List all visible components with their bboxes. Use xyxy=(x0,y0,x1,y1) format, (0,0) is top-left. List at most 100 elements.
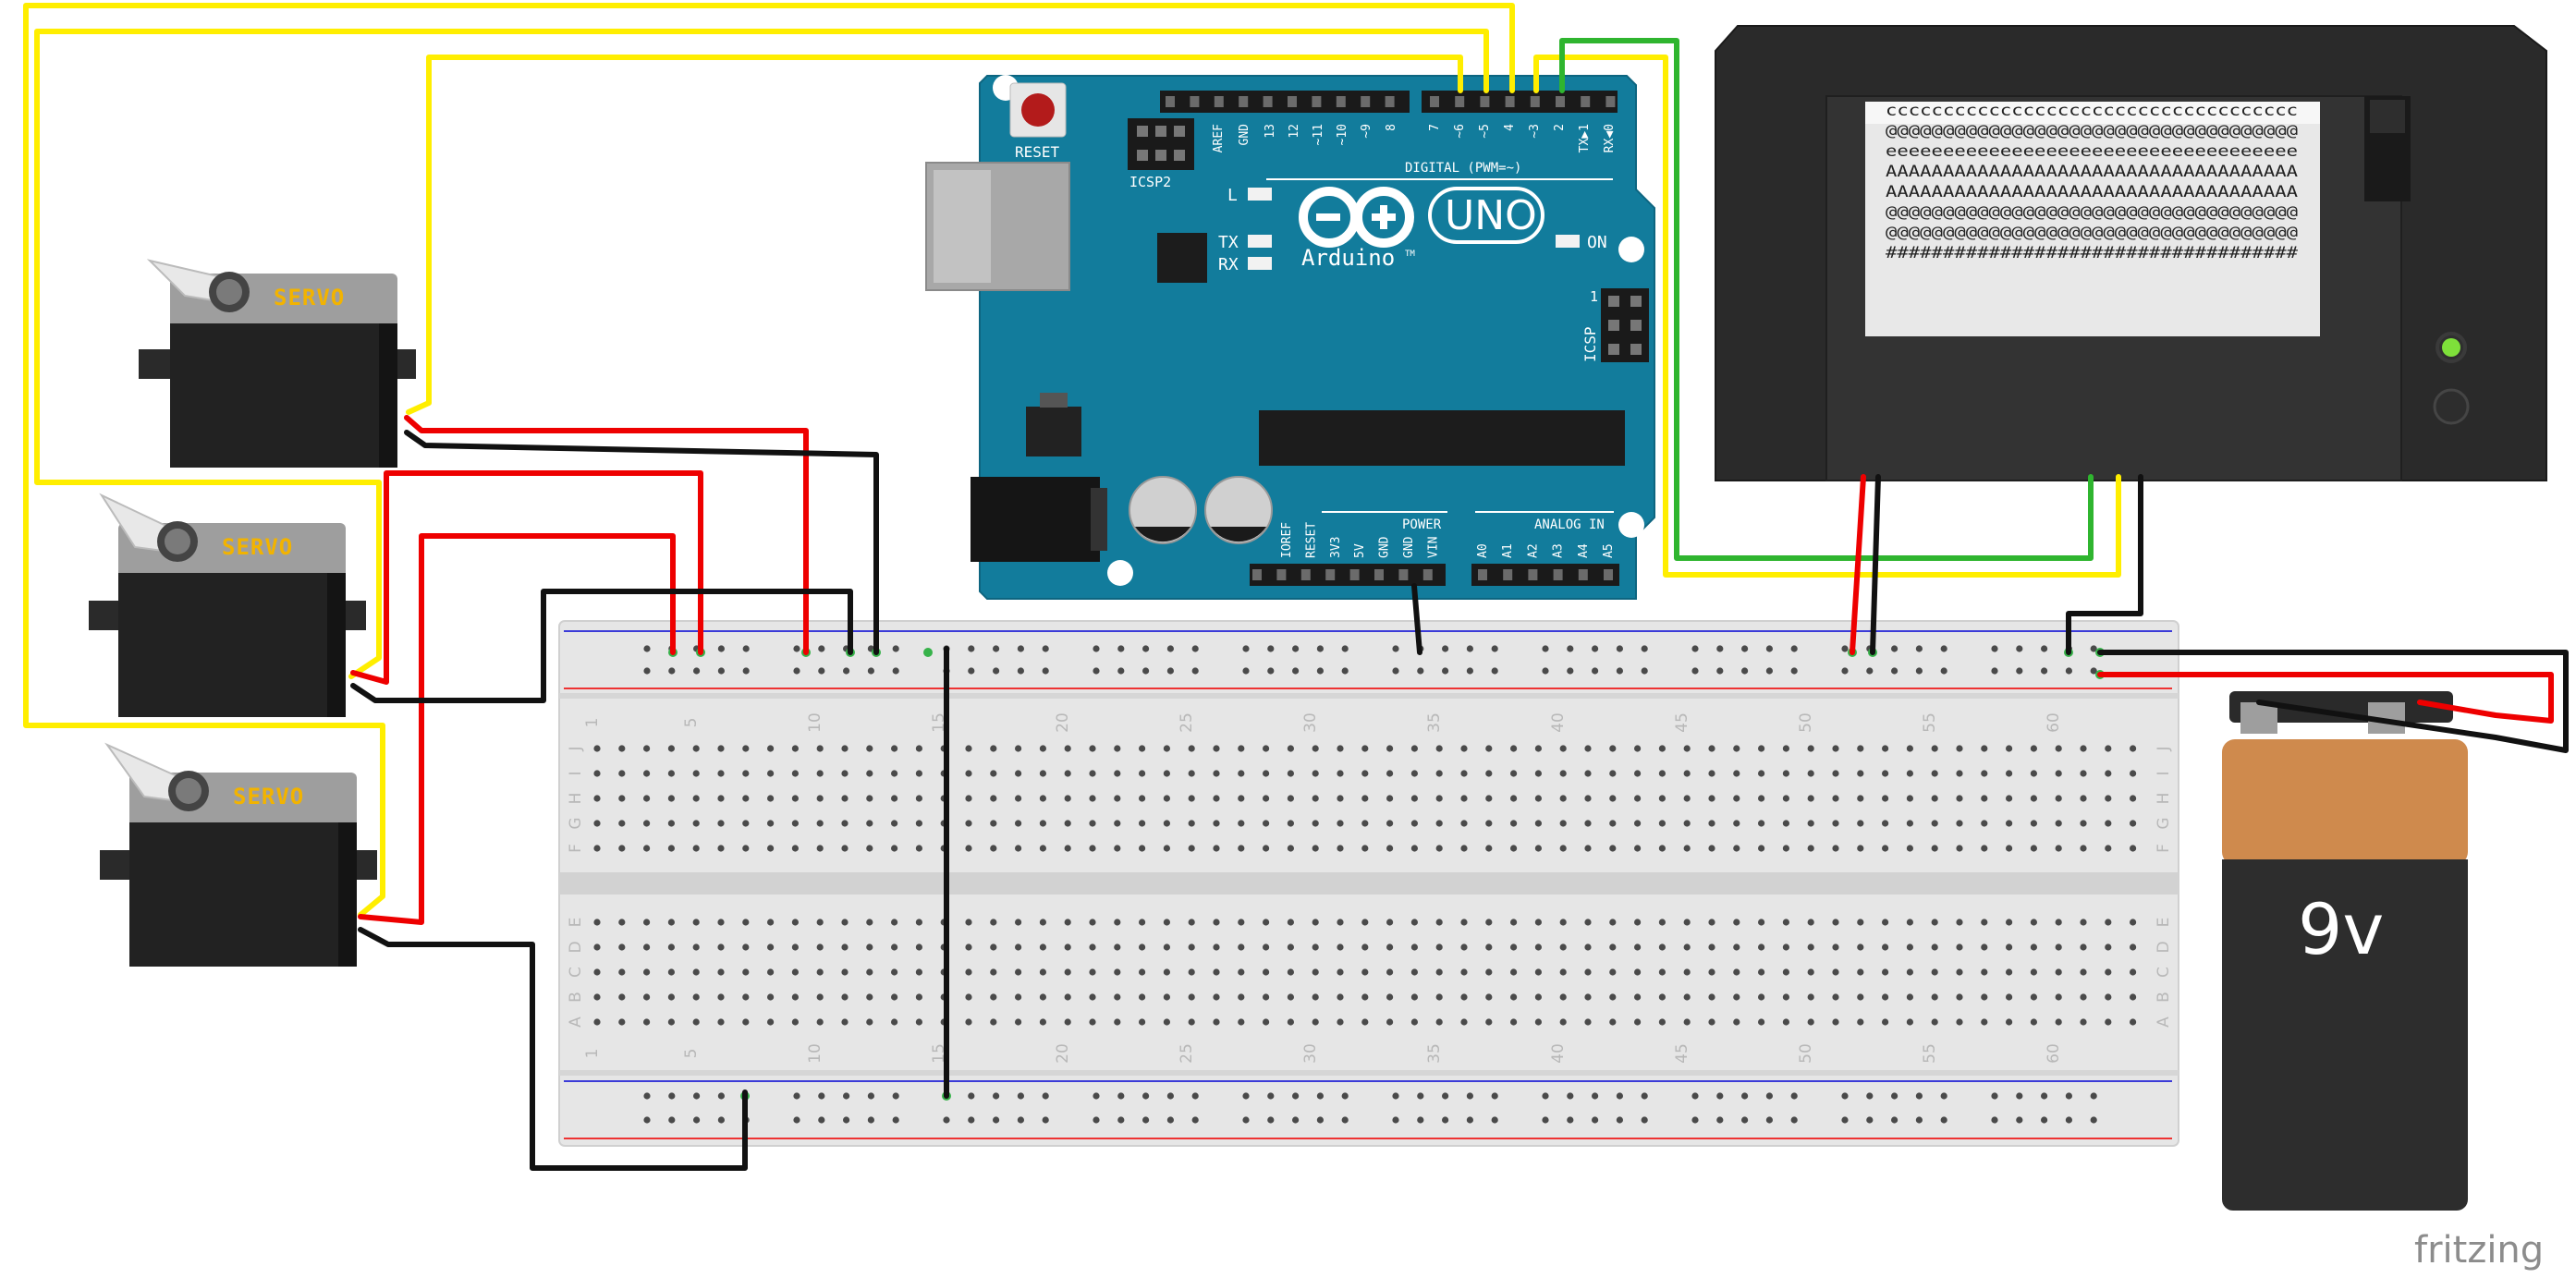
header-pins xyxy=(1166,96,1616,580)
power-pin-label: IOREF xyxy=(1280,522,1294,558)
column-number: 20 xyxy=(1054,712,1072,733)
breadboard: 1155101015152020252530303535404045455050… xyxy=(558,620,2179,1147)
wire-black xyxy=(2066,474,2143,655)
analog-pin-label: A4 xyxy=(1577,543,1591,558)
wire-red xyxy=(350,470,703,685)
column-number: 10 xyxy=(806,1043,824,1064)
uno-badge xyxy=(1428,187,1544,244)
atmega-chip xyxy=(1259,410,1625,466)
power-pin-label: 3V3 xyxy=(1329,537,1343,558)
column-number: 25 xyxy=(1178,1043,1196,1064)
digital-pin-label: TX▶1 xyxy=(1578,124,1592,152)
digital-pin-label: ~10 xyxy=(1336,124,1349,145)
printed-line: @@@@@@@@@@@@@@@@@@@@@@@@@@@@@@@@@@@@ xyxy=(1886,224,2298,242)
column-number: 50 xyxy=(1797,1043,1815,1064)
column-number: 55 xyxy=(1921,712,1939,733)
dc-power-jack xyxy=(971,477,1100,562)
digital-pin-label: 4 xyxy=(1503,124,1517,131)
printed-line: cccccccccccccccccccccccccccccccccccc xyxy=(1886,102,2298,120)
wire-red xyxy=(404,415,809,655)
digital-pin-label: 12 xyxy=(1288,124,1301,139)
row-letter: J xyxy=(567,746,585,751)
digital-pin-label: ~11 xyxy=(1312,124,1325,145)
wire-black xyxy=(1870,474,1881,655)
battery-label: 9v xyxy=(2298,888,2384,970)
icsp-label: ICSP xyxy=(1581,326,1599,362)
row-letter: A xyxy=(567,1016,585,1028)
row-letter: D xyxy=(567,941,585,953)
column-number: 10 xyxy=(806,712,824,733)
power-pin-label: GND xyxy=(1402,536,1416,558)
servo-label: SERVO xyxy=(274,285,345,310)
row-letter: F xyxy=(2155,844,2173,853)
digital-pin-label: GND xyxy=(1238,124,1251,146)
power-pin-label: GND xyxy=(1378,536,1392,558)
power-pin-label: RESET xyxy=(1304,522,1318,558)
wire-black xyxy=(2097,650,2569,753)
servo-2: SERVO xyxy=(89,493,366,717)
row-letter: H xyxy=(2155,793,2173,805)
wire-yellow xyxy=(34,29,1489,679)
feed-button[interactable] xyxy=(2433,388,2470,425)
arduino-logo xyxy=(1299,187,1414,248)
mounting-hole xyxy=(1107,560,1133,586)
wire-yellow xyxy=(23,3,1515,918)
icsp-pin1-label: 1 xyxy=(1590,288,1598,305)
voltage-regulator xyxy=(1026,407,1081,456)
column-number: 55 xyxy=(1921,1043,1939,1064)
digital-pin-label: AREF xyxy=(1212,124,1226,152)
column-number: 25 xyxy=(1178,712,1196,733)
wire-red xyxy=(2097,672,2554,724)
digital-pin-label: RX◀0 xyxy=(1603,124,1617,152)
model-label: UNO xyxy=(1445,192,1537,239)
digital-pin-label: 2 xyxy=(1553,124,1567,131)
digital-pin-label: ~6 xyxy=(1453,124,1467,139)
led-on-label: ON xyxy=(1587,233,1607,252)
column-number: 5 xyxy=(682,1049,701,1059)
column-number: 60 xyxy=(2045,1043,2063,1064)
servo-1: SERVO xyxy=(139,259,416,468)
led-rx-label: RX xyxy=(1218,255,1239,274)
row-letter: G xyxy=(567,817,585,829)
column-number: 40 xyxy=(1549,712,1568,733)
power-label: POWER xyxy=(1402,517,1442,532)
led-tx xyxy=(1248,235,1272,248)
wire-black xyxy=(404,430,879,655)
led-l-label: L xyxy=(1227,186,1238,205)
column-number: 45 xyxy=(1673,712,1691,733)
row-letter: B xyxy=(567,992,585,1003)
row-letter: I xyxy=(567,771,585,775)
printed-line: AAAAAAAAAAAAAAAAAAAAAAAAAAAAAAAAAAAA xyxy=(1886,183,2298,201)
wire-red xyxy=(1850,474,1866,655)
analog-header xyxy=(1471,564,1619,586)
row-letter: D xyxy=(2155,941,2173,953)
printed-line: eeeeeeeeeeeeeeeeeeeeeeeeeeeeeeeeeeee xyxy=(1886,142,2298,161)
digital-pin-label: 8 xyxy=(1385,124,1398,131)
power-pin-label: VIN xyxy=(1426,537,1440,558)
row-letter: E xyxy=(2155,918,2173,928)
mounting-hole xyxy=(1618,237,1644,262)
wires xyxy=(23,3,2569,1171)
column-number: 5 xyxy=(682,718,701,728)
row-letter: J xyxy=(2155,746,2173,751)
row-letter: B xyxy=(2155,992,2173,1003)
servo-3: SERVO xyxy=(100,742,377,967)
trademark-label: TM xyxy=(1405,250,1415,259)
digital-pin-label: ~9 xyxy=(1360,124,1373,139)
battery-terminal xyxy=(2240,702,2277,734)
column-number: 35 xyxy=(1425,712,1444,733)
column-number: 20 xyxy=(1054,1043,1072,1064)
printed-line: @@@@@@@@@@@@@@@@@@@@@@@@@@@@@@@@@@@@ xyxy=(1886,203,2298,222)
column-number: 50 xyxy=(1797,712,1815,733)
printed-line: AAAAAAAAAAAAAAAAAAAAAAAAAAAAAAAAAAAA xyxy=(1886,163,2298,181)
reset-button[interactable] xyxy=(1009,82,1067,138)
row-letter: E xyxy=(567,918,585,928)
printed-text: cccccccccccccccccccccccccccccccccccc @@@@… xyxy=(1886,102,2299,262)
icsp-header xyxy=(1601,288,1649,362)
row-letter: C xyxy=(2155,967,2173,978)
wire-black xyxy=(350,589,853,703)
printer-paper xyxy=(1865,102,2320,336)
